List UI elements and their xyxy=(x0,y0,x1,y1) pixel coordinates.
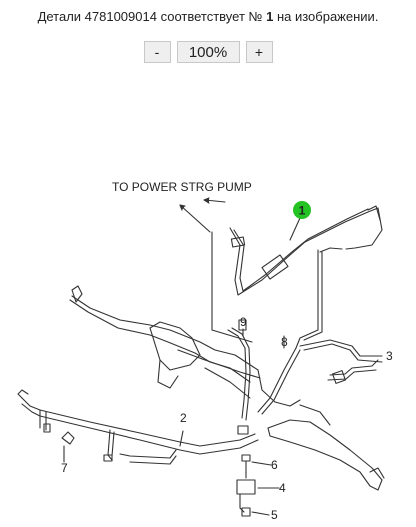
callout-7[interactable]: 7 xyxy=(61,461,68,475)
caption-part-number: 1 xyxy=(266,9,274,24)
callout-4[interactable]: 4 xyxy=(279,481,286,495)
callout-2[interactable]: 2 xyxy=(180,411,187,425)
callout-3[interactable]: 3 xyxy=(386,349,393,363)
zoom-in-button[interactable]: + xyxy=(245,41,273,63)
callout-1[interactable]: 1 xyxy=(293,201,311,219)
callout-8[interactable]: 8 xyxy=(281,335,288,349)
pipe-2 xyxy=(21,397,256,447)
hose-1 xyxy=(229,207,383,296)
part-caption: Детали 4781009014 соответствует № 1 на и… xyxy=(0,8,416,26)
bolt-5 xyxy=(241,507,251,517)
caption-prefix: Детали 4781009014 соответствует № xyxy=(37,9,263,24)
pipe-9 xyxy=(227,329,247,419)
caption-suffix: на изображении. xyxy=(276,9,379,24)
steering-rack xyxy=(71,295,263,391)
callout-1-label: 1 xyxy=(299,204,306,218)
callout-1-highlight xyxy=(293,201,311,219)
callout-9[interactable]: 9 xyxy=(240,315,247,329)
zoom-out-button[interactable]: - xyxy=(143,41,171,63)
zoom-level-button[interactable]: 100% xyxy=(176,41,240,63)
callout-6[interactable]: 6 xyxy=(271,458,278,472)
pipe-8 xyxy=(257,347,297,413)
diagram-header-label: TO POWER STRG PUMP xyxy=(112,180,252,194)
bracket-4 xyxy=(236,479,256,495)
bolt-6 xyxy=(241,454,251,462)
zoom-controls: - 100% + xyxy=(0,41,416,65)
parts-diagram: TO POWER STRG PUMP 1 2 3 4 5 6 7 8 9 xyxy=(17,180,393,522)
bolt-7 xyxy=(61,431,75,445)
callout-5[interactable]: 5 xyxy=(271,508,278,522)
